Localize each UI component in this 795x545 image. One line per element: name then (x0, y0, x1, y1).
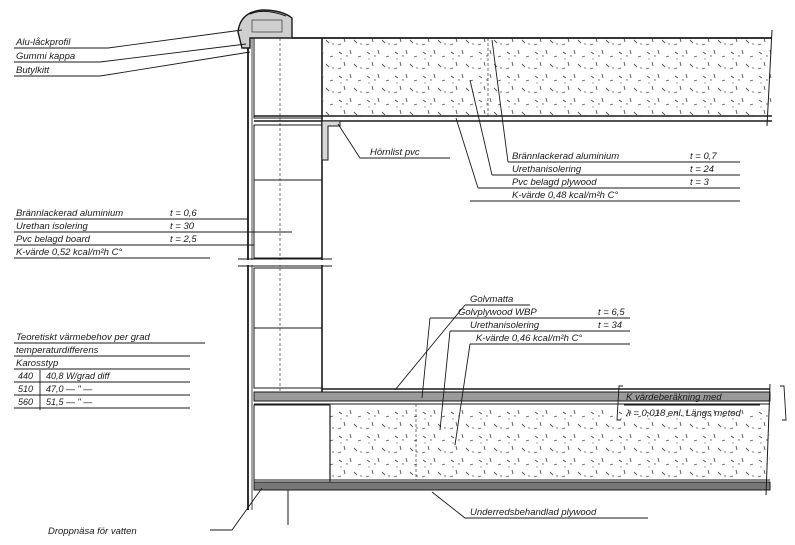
roof-spec-row-label: Brännlackerad aluminium (512, 151, 619, 162)
k-calc-note: K värdeberäkning med λ = 0,018 enl. Läng… (625, 392, 742, 419)
corner-strip-shape (321, 120, 341, 161)
leader-lines (14, 29, 787, 531)
heat-table-subtitle: temperaturdifferens (16, 345, 99, 356)
floor-spec-row-label: Urethanisolering (470, 320, 540, 331)
roof-spec-row-value: t = 24 (690, 164, 714, 175)
heat-table-type: 510 (18, 384, 33, 394)
floor-spec: Golvmatta Golvplywood WBP t = 6,5 Uretha… (458, 294, 625, 344)
roof-spec: Brännlackerad aluminium t = 0,7 Urethani… (512, 151, 717, 201)
wall-spec-row-label: Brännlackerad aluminium (16, 208, 123, 219)
label-alu-lock-profile: Alu-låckprofil (15, 37, 71, 48)
floor-spec-row-label: Golvplywood WBP (458, 307, 537, 318)
heat-table-type: 440 (18, 371, 33, 381)
floor-spec-kvalue: K-värde 0,46 kcal/m²h C° (476, 333, 582, 344)
roof-spec-kvalue: K-värde 0,48 kcal/m²h C° (512, 190, 618, 201)
wall-spec-kvalue: K-värde 0,52 kcal/m²h C° (16, 247, 122, 258)
label-corner-strip: Hörnlist pvc (370, 147, 420, 158)
label-drip-nose: Droppnäsa för vatten (48, 526, 137, 537)
roof-section (254, 29, 773, 127)
wall-spec-row-value: t = 0,6 (170, 208, 197, 219)
heat-table-col-header: Karosstyp (16, 358, 58, 369)
wall-spec-row-value: t = 30 (170, 221, 195, 232)
label-underbody-plywood: Underredsbehandlad plywood (470, 507, 597, 518)
label-rubber-cap: Gummi kappa (16, 51, 75, 62)
heat-table-type: 560 (18, 397, 33, 407)
wall-spec-row-label: Urethan isolering (16, 221, 89, 232)
heat-table-value: 51,5 — " — (46, 397, 93, 407)
label-butyl: Butylkitt (16, 65, 50, 76)
roof-spec-row-label: Pvc belagd plywood (512, 177, 597, 188)
top-labels: Alu-låckprofil Gummi kappa Butylkitt Hör… (15, 37, 420, 158)
wall-spec: Brännlackerad aluminium t = 0,6 Urethan … (16, 208, 197, 258)
heat-table-title: Teoretiskt värmebehov per grad (16, 332, 150, 343)
bottom-labels: Underredsbehandlad plywood Droppnäsa för… (48, 507, 597, 537)
heat-demand-table: Teoretiskt värmebehov per grad temperatu… (16, 332, 150, 407)
roof-spec-row-value: t = 3 (690, 177, 709, 188)
floor-section (253, 383, 771, 525)
floor-spec-row-value: t = 6,5 (598, 307, 625, 318)
k-calc-note-line2: λ = 0,018 enl. Längs metod (625, 408, 742, 419)
wall-spec-row-label: Pvc belagd board (16, 234, 91, 245)
wall-spec-row-value: t = 2,5 (170, 234, 197, 245)
roof-spec-row-value: t = 0,7 (690, 151, 717, 162)
floor-spec-title: Golvmatta (470, 294, 513, 305)
heat-table-value: 40,8 W/grad diff (46, 371, 111, 381)
floor-spec-row-value: t = 34 (598, 320, 622, 331)
heat-table-value: 47,0 — " — (46, 384, 93, 394)
k-calc-note-line1: K värdeberäkning med (626, 392, 722, 403)
roof-spec-row-label: Urethanisolering (512, 164, 582, 175)
alu-lock-profile-shape (237, 9, 293, 49)
wall-section (238, 30, 332, 510)
